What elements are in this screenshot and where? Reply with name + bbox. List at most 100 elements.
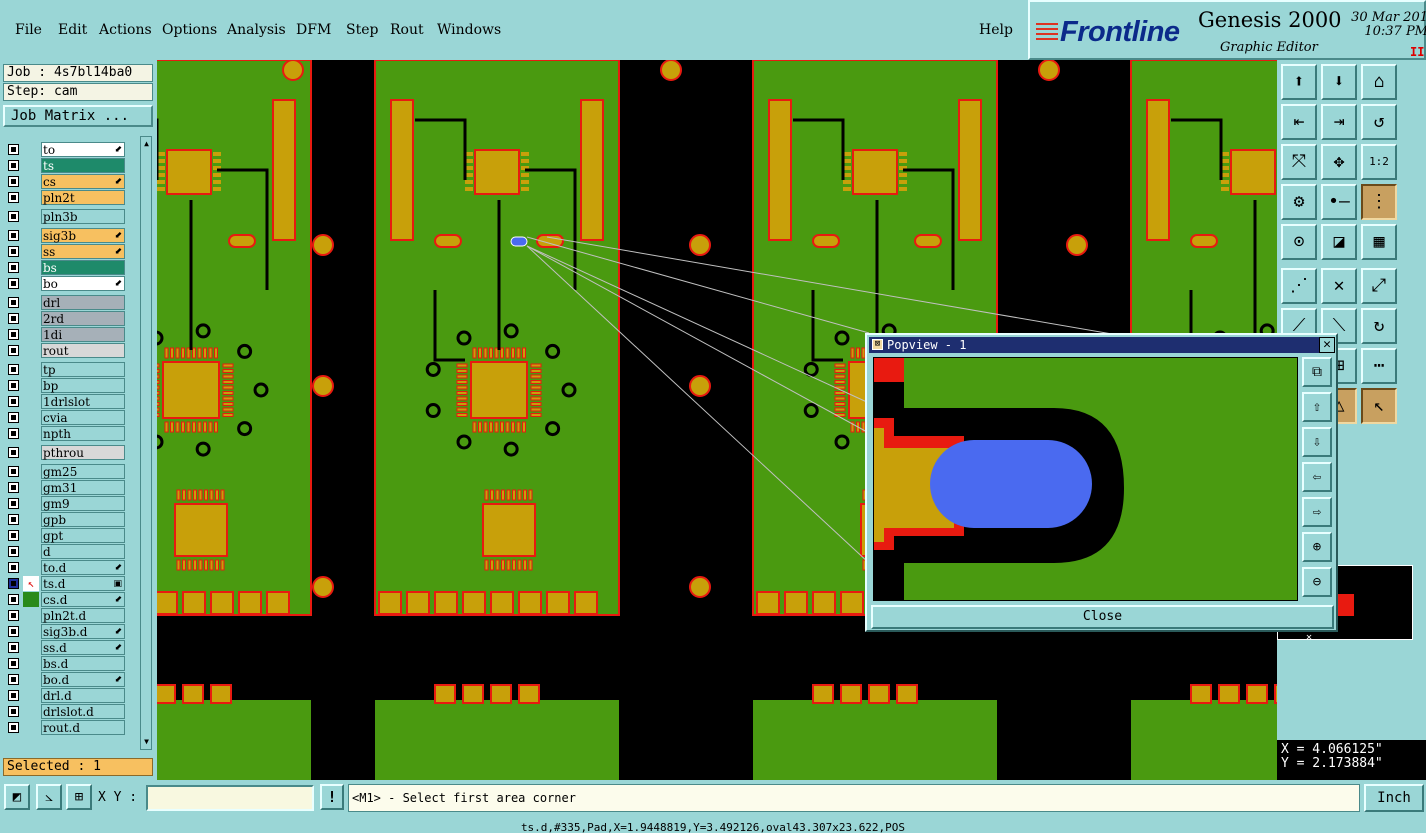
layer-row[interactable]: sig3b.d⬋ [3,624,125,639]
layer-row[interactable]: rout [3,343,125,358]
layer-name[interactable]: to⬋ [41,142,125,157]
layer-name[interactable]: cvia [41,410,125,425]
layer-name[interactable]: rout [41,343,125,358]
layer-name[interactable]: drl [41,295,125,310]
layer-checkbox[interactable] [8,192,19,203]
home-button[interactable]: ⌂ [1361,64,1397,100]
delete-button[interactable]: ✕ [1321,268,1357,304]
layer-checkbox[interactable] [8,246,19,257]
measure-icon[interactable]: ⦣ [36,784,62,810]
layer-checkbox[interactable] [8,690,19,701]
layer-checkbox[interactable] [8,546,19,557]
layer-name[interactable]: bo.d⬋ [41,672,125,687]
layer-name[interactable]: ss.d⬋ [41,640,125,655]
layer-row[interactable]: gm25 [3,464,125,479]
menu-help[interactable]: Help [979,22,1013,38]
pan-left-button[interactable]: ⇤ [1281,104,1317,140]
layer-row[interactable]: sig3b⬋ [3,228,125,243]
layer-checkbox[interactable] [8,706,19,717]
layer-name[interactable]: bo⬋ [41,276,125,291]
close-icon[interactable]: ✕ [1319,337,1335,353]
layer-row[interactable]: cs⬋ [3,174,125,189]
layer-row[interactable]: rout.d [3,720,125,735]
layer-name[interactable]: pln2t.d [41,608,125,623]
zoom-fit-button[interactable]: ⤧ [1281,144,1317,180]
drill-tool-button[interactable]: ⋮ [1361,184,1397,220]
ruler-button[interactable]: ▦ [1361,224,1397,260]
layer-checkbox[interactable] [8,428,19,439]
layer-row[interactable]: to.d⬋ [3,560,125,575]
layer-checkbox[interactable] [8,396,19,407]
layer-row[interactable]: ss.d⬋ [3,640,125,655]
layer-indicator[interactable] [23,410,39,425]
layer-row[interactable]: bp [3,378,125,393]
layer-indicator[interactable] [23,260,39,275]
layer-name[interactable]: bs [41,260,125,275]
layer-checkbox[interactable] [8,380,19,391]
layer-indicator[interactable] [23,174,39,189]
selected-oval-pad[interactable] [930,440,1092,528]
layer-row[interactable]: bs.d [3,656,125,671]
layer-checkbox[interactable] [8,345,19,356]
layer-indicator[interactable] [23,426,39,441]
xy-input[interactable] [146,785,314,811]
scroll-down-icon[interactable]: ▼ [144,737,149,746]
layer-checkbox[interactable] [8,562,19,573]
layer-checkbox[interactable] [8,498,19,509]
layer-row[interactable]: cs.d⬋ [3,592,125,607]
layer-indicator[interactable] [23,209,39,224]
layer-indicator[interactable] [23,295,39,310]
layer-row[interactable]: bo.d⬋ [3,672,125,687]
layer-indicator[interactable] [23,624,39,639]
popview-pan-down-button[interactable]: ⇩ [1302,427,1332,457]
layer-row[interactable]: cvia [3,410,125,425]
pan-down-button[interactable]: ⬇ [1321,64,1357,100]
pad-tool-button[interactable]: ⊙ [1281,224,1317,260]
pointer-button[interactable]: ↖ [1361,388,1397,424]
units-button[interactable]: Inch [1364,784,1424,812]
scroll-up-icon[interactable]: ▲ [144,139,149,148]
layer-scrollbar[interactable]: ▲ ▼ [140,136,152,750]
layer-indicator[interactable] [23,327,39,342]
layer-checkbox[interactable] [8,578,19,589]
layer-row[interactable]: pln2t.d [3,608,125,623]
layer-name[interactable]: bs.d [41,656,125,671]
layer-checkbox[interactable] [8,412,19,423]
popview-zoom-fit-button[interactable]: ⧉ [1302,357,1332,387]
layer-checkbox[interactable] [8,262,19,273]
menu-dfm[interactable]: DFM [296,22,332,38]
layer-name[interactable]: gm9 [41,496,125,511]
layer-row[interactable]: tp [3,362,125,377]
popview-canvas[interactable] [873,357,1298,601]
layer-name[interactable]: cs⬋ [41,174,125,189]
menu-step[interactable]: Step [346,22,379,38]
layer-name[interactable]: sig3b⬋ [41,228,125,243]
layer-row[interactable]: gpt [3,528,125,543]
layer-checkbox[interactable] [8,466,19,477]
layer-row[interactable]: npth [3,426,125,441]
layer-checkbox[interactable] [8,482,19,493]
layer-checkbox[interactable] [8,626,19,637]
popview-window[interactable]: ⊠ Popview - 1 ✕ ⧉ ⇧ ⇩ ⇦ ⇨ ⊕ ⊖ Close [865,333,1338,632]
layer-indicator[interactable] [23,656,39,671]
snap-mode-icon[interactable]: ◩ [4,784,30,810]
layer-indicator[interactable] [23,142,39,157]
layer-indicator[interactable] [23,244,39,259]
menu-file[interactable]: File [15,22,42,38]
layer-name[interactable]: 2rd [41,311,125,326]
menu-edit[interactable]: Edit [58,22,88,38]
layer-name[interactable]: drlslot.d [41,704,125,719]
layer-name[interactable]: d [41,544,125,559]
layer-name[interactable]: gpt [41,528,125,543]
layer-row[interactable]: drl [3,295,125,310]
layer-indicator[interactable] [23,158,39,173]
window-menu-icon[interactable]: ⊠ [872,339,883,350]
layer-name[interactable]: bp [41,378,125,393]
layer-indicator[interactable] [23,378,39,393]
layer-indicator[interactable]: ↖ [23,576,39,591]
layer-indicator[interactable] [23,464,39,479]
pan-up-button[interactable]: ⬆ [1281,64,1317,100]
layer-indicator[interactable] [23,343,39,358]
popview-pan-right-button[interactable]: ⇨ [1302,497,1332,527]
layer-indicator[interactable] [23,190,39,205]
